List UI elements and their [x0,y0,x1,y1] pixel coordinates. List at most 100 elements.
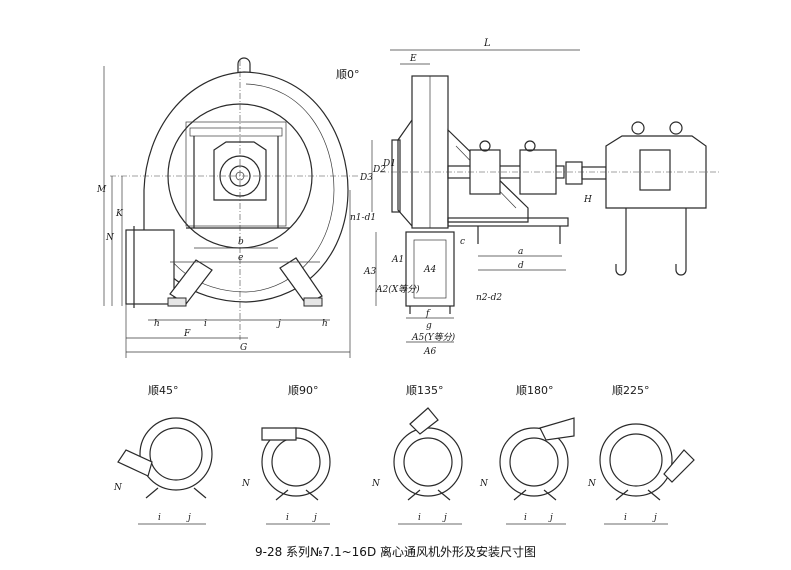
label-j-90: j [312,513,317,523]
rotation-label-225: 顺225° [612,384,650,397]
rotation-label-135: 顺135° [406,384,444,397]
label-n2d2: n2-d2 [476,293,502,303]
impeller-45 [149,427,203,481]
casing-225 [599,423,673,497]
rotation-view-135: 顺135° N i j [371,384,463,525]
inlet-flange [391,139,401,213]
label-d: d [518,261,524,271]
label-m: M [96,185,107,195]
legs-135 [407,489,451,501]
label-k: K [115,209,124,219]
label-f: F [183,329,191,339]
rotation-label-45: 顺45° [148,384,179,397]
label-e-side: E [409,54,417,64]
legs-45 [145,487,207,499]
label-a2: A2(X等分) [375,284,420,295]
rotation-view-45: 顺45° N i j [113,384,213,525]
legs-90 [275,489,319,501]
label-i-45: i [158,513,161,523]
impeller-135 [403,437,453,487]
label-n-180: N [479,479,489,489]
motor-eye-2 [669,121,683,135]
label-j-225: j [652,513,657,523]
rotation-label-0: 顺0° [336,68,360,81]
legs-225 [615,489,661,501]
legs-180 [513,489,557,501]
outlet-225 [663,449,695,483]
label-d3: D3 [359,173,373,183]
label-l: L [483,38,491,49]
label-n-90: N [241,479,251,489]
label-i-180: i [524,513,527,523]
label-n-225: N [587,479,597,489]
rotation-label-90: 顺90° [288,384,319,397]
label-n1d1: n1-d1 [350,213,376,223]
rotation-label-180: 顺180° [516,384,554,397]
label-h-side: H [583,195,592,205]
oil-cup-1 [479,140,491,152]
label-h-right: h [322,319,328,329]
fan-base [447,217,569,227]
lifting-eye [237,57,251,72]
label-i-135: i [418,513,421,523]
label-j-135: j [442,513,447,523]
oil-cup-2 [524,140,536,152]
anchor-hook-2 [675,250,687,276]
side-view: L E D3 D2 D1 n1-d1 c H A3 A2(X等分) A1 A4 … [350,38,720,357]
outlet-180 [539,417,575,441]
impeller-225 [609,433,663,487]
label-d2: D2 [372,165,386,175]
label-a5: A5(Y等分) [411,332,456,343]
label-i: i [204,319,207,329]
label-a6: A6 [423,347,436,357]
impeller-180 [509,437,559,487]
front-view: M N K b e h i j h F G 顺0° [96,57,360,358]
label-c: c [460,237,465,247]
label-j-180: j [548,513,553,523]
coupling-shaft [581,166,607,180]
label-j-45: j [186,513,191,523]
volute-casing [143,71,349,303]
figure-caption: 9-28 系列№7.1~16D 离心通风机外形及安装尺寸图 [255,545,536,559]
outlet-90 [261,427,297,441]
label-h-left: h [154,319,160,329]
rotation-view-90: 顺90° N i j [241,384,331,525]
label-a: a [518,247,523,257]
label-e: e [238,253,243,263]
casing-45 [139,417,213,491]
label-f-side: f [425,309,431,319]
label-n: N [105,233,115,243]
label-d1: D1 [382,159,396,169]
label-a3: A3 [363,267,376,277]
casing-180 [499,427,569,497]
label-i-90: i [286,513,289,523]
outlet-duct [125,229,175,305]
frame-top [189,127,283,137]
outlet-45 [117,449,153,477]
label-g-side: g [426,321,432,331]
rotation-view-225: 顺225° N i j [587,384,695,525]
label-n-45: N [113,483,123,493]
label-i-225: i [624,513,627,523]
label-a4: A4 [423,265,436,275]
label-a1: A1 [391,255,404,265]
label-g: G [240,343,247,353]
label-n-135: N [371,479,381,489]
coupling [565,161,583,185]
outlet-135 [409,407,439,435]
motor-eye-1 [631,121,645,135]
foot-left [167,297,187,307]
foot-right [303,297,323,307]
label-j: j [276,319,281,329]
inlet-cone [397,119,413,227]
outlet-side-inner [413,239,447,299]
label-b: b [238,237,244,247]
anchor-hook-1 [615,250,627,276]
bearing-housing [213,141,267,201]
rotation-view-180: 顺180° N i j [479,384,575,525]
motor-terminal [639,149,671,191]
support-leg-right [279,257,323,305]
impeller-90 [271,437,321,487]
bearing-frame [185,121,287,227]
